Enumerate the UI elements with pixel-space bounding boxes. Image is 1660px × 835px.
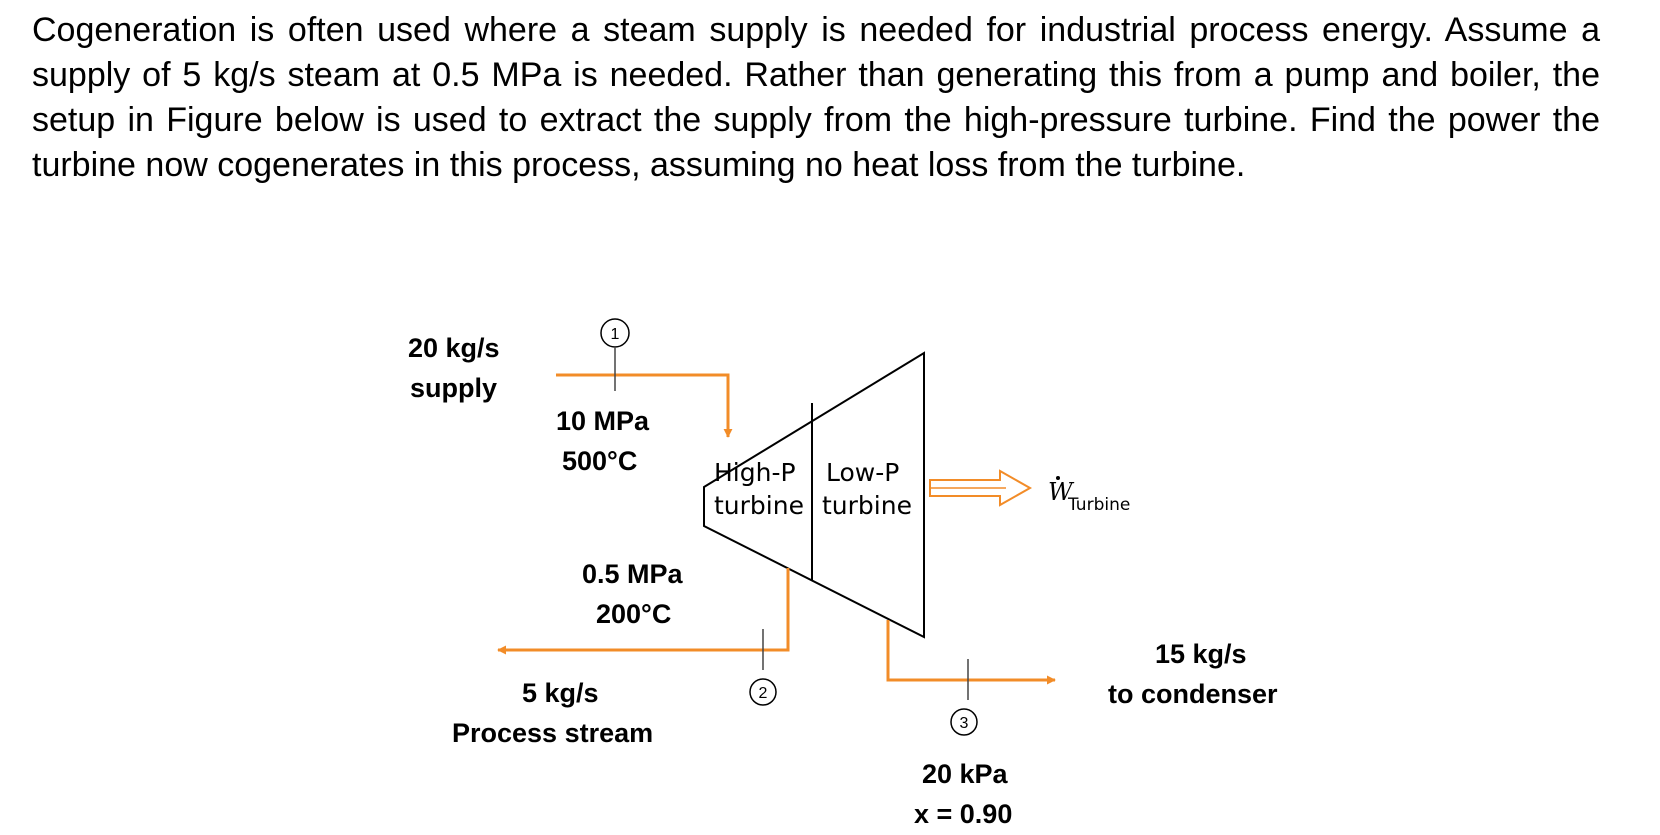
state-2-marker bbox=[749, 678, 777, 706]
inlet-flow-label-line1: 20 kg/s bbox=[408, 333, 500, 363]
low-p-turbine-label-line1: Low-P bbox=[826, 458, 899, 487]
exhaust-flow-label-line1: 15 kg/s bbox=[1155, 639, 1247, 669]
high-p-turbine-label-line2: turbine bbox=[714, 491, 804, 520]
exhaust-quality-label: x = 0.90 bbox=[914, 799, 1012, 829]
exhaust-flow-line bbox=[886, 620, 1056, 685]
inlet-pressure-label: 10 MPa bbox=[556, 406, 650, 436]
state-3-number: 3 bbox=[960, 715, 969, 732]
work-symbol-dot bbox=[1056, 476, 1060, 480]
state-1-marker bbox=[600, 318, 630, 348]
extraction-temperature-label: 200°C bbox=[596, 599, 671, 629]
inlet-flow-line bbox=[556, 373, 733, 438]
inlet-flow-label-line2: supply bbox=[410, 373, 497, 403]
work-symbol: W bbox=[1048, 478, 1075, 506]
exhaust-pressure-label: 20 kPa bbox=[922, 759, 1009, 789]
state-1-number: 1 bbox=[611, 326, 620, 343]
exhaust-flow-label-line2: to condenser bbox=[1108, 679, 1278, 709]
problem-statement: Cogeneration is often used where a steam… bbox=[32, 11, 1600, 184]
extraction-flow-line bbox=[497, 568, 790, 655]
state-3-marker bbox=[950, 708, 978, 736]
high-p-turbine-label-line1: High-P bbox=[714, 458, 796, 487]
inlet-temperature-label: 500°C bbox=[562, 446, 637, 476]
low-p-turbine-label-line2: turbine bbox=[822, 491, 912, 520]
state-2-number: 2 bbox=[759, 685, 768, 702]
extraction-flow-label-line1: 5 kg/s bbox=[522, 678, 599, 708]
extraction-pressure-label: 0.5 MPa bbox=[582, 559, 684, 589]
extraction-flow-label-line2: Process stream bbox=[452, 718, 653, 748]
work-subscript: Turbine bbox=[1067, 495, 1130, 515]
